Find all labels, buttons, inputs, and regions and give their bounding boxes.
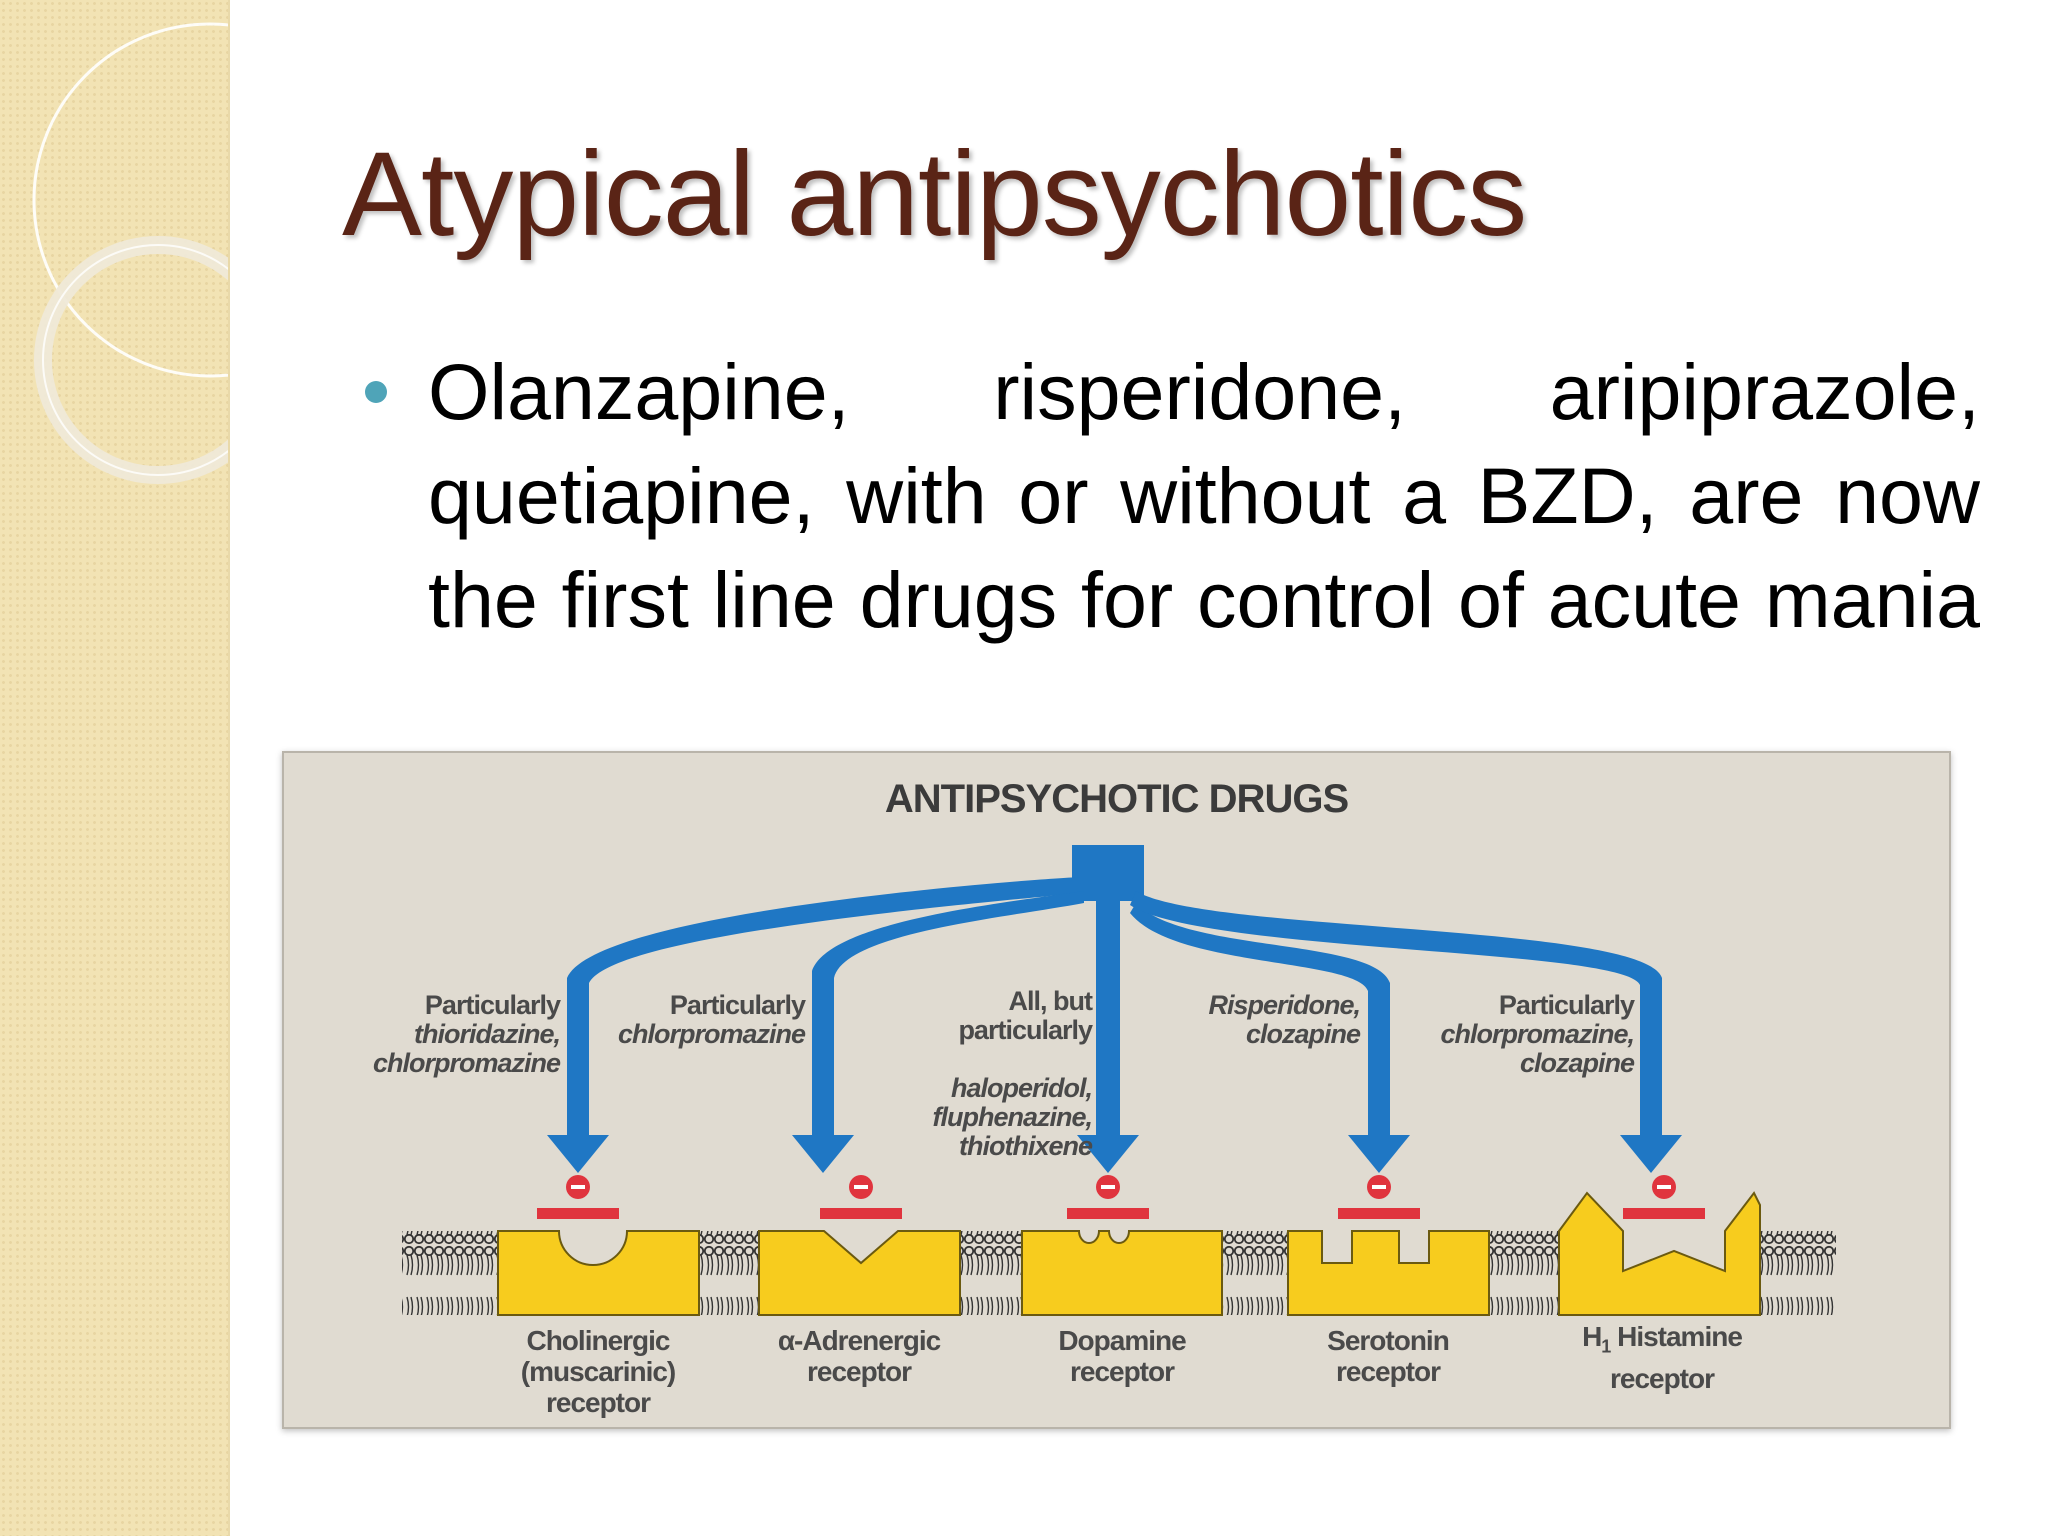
receptor-serotonin [1287,1230,1490,1316]
arrowhead-histamine [1620,1135,1682,1173]
drug-label-cholinergic: Particularly thioridazine, chlorpromazin… [372,990,561,1078]
bullet-text: Olanzapine, risperidone, aripiprazole, q… [428,347,1980,644]
receptor-label-cholinergic: Cholinergic (muscarinic) receptor [520,1325,677,1418]
membrane-lipid-bilayer [402,1231,1836,1315]
drug-label-serotonin: Risperidone, clozapine [1208,990,1361,1049]
decorative-sidebar [0,0,230,1536]
receptor-label-adrenergic: α-Adrenergic receptor [777,1325,941,1387]
drug-arrows [547,845,1682,1173]
drug-label-histamine: Particularly chlorpromazine, clozapine [1440,990,1635,1078]
slide-title: Atypical antipsychotics [342,127,1527,261]
receptor-label-serotonin: Serotonin receptor [1327,1325,1450,1387]
receptor-histamine [1558,1191,1761,1316]
drug-label-dopamine: All, but particularly haloperidol, fluph… [932,986,1093,1161]
drug-label-adrenergic: Particularly chlorpromazine [617,990,806,1049]
inhibition-symbols [537,1175,1705,1219]
minus-icon [1623,1175,1705,1219]
minus-icon [1067,1175,1149,1219]
diagram-title: ANTIPSYCHOTIC DRUGS [884,777,1349,821]
arrowhead-dopamine [1077,1135,1139,1173]
arrowhead-cholinergic [547,1135,609,1173]
minus-icon [1338,1175,1420,1219]
arrowhead-serotonin [1348,1135,1410,1173]
receptor-alpha-adrenergic [758,1230,961,1316]
bullet-container: Olanzapine, risperidone, aripiprazole, q… [428,340,1980,715]
bullet-dot-icon [365,381,387,403]
minus-icon [820,1175,902,1219]
receptor-cholinergic [497,1230,700,1316]
arrowhead-adrenergic [792,1135,854,1173]
antipsychotic-receptor-diagram: ANTIPSYCHOTIC DRUGS Particularly thiorid… [282,751,1951,1429]
receptor-label-dopamine: Dopamine receptor [1058,1325,1186,1387]
minus-icon [537,1175,619,1219]
receptor-label-histamine: H1 Histamine receptor [1582,1321,1743,1394]
diagram-graphics [402,845,1836,1316]
receptor-dopamine [1021,1230,1223,1316]
